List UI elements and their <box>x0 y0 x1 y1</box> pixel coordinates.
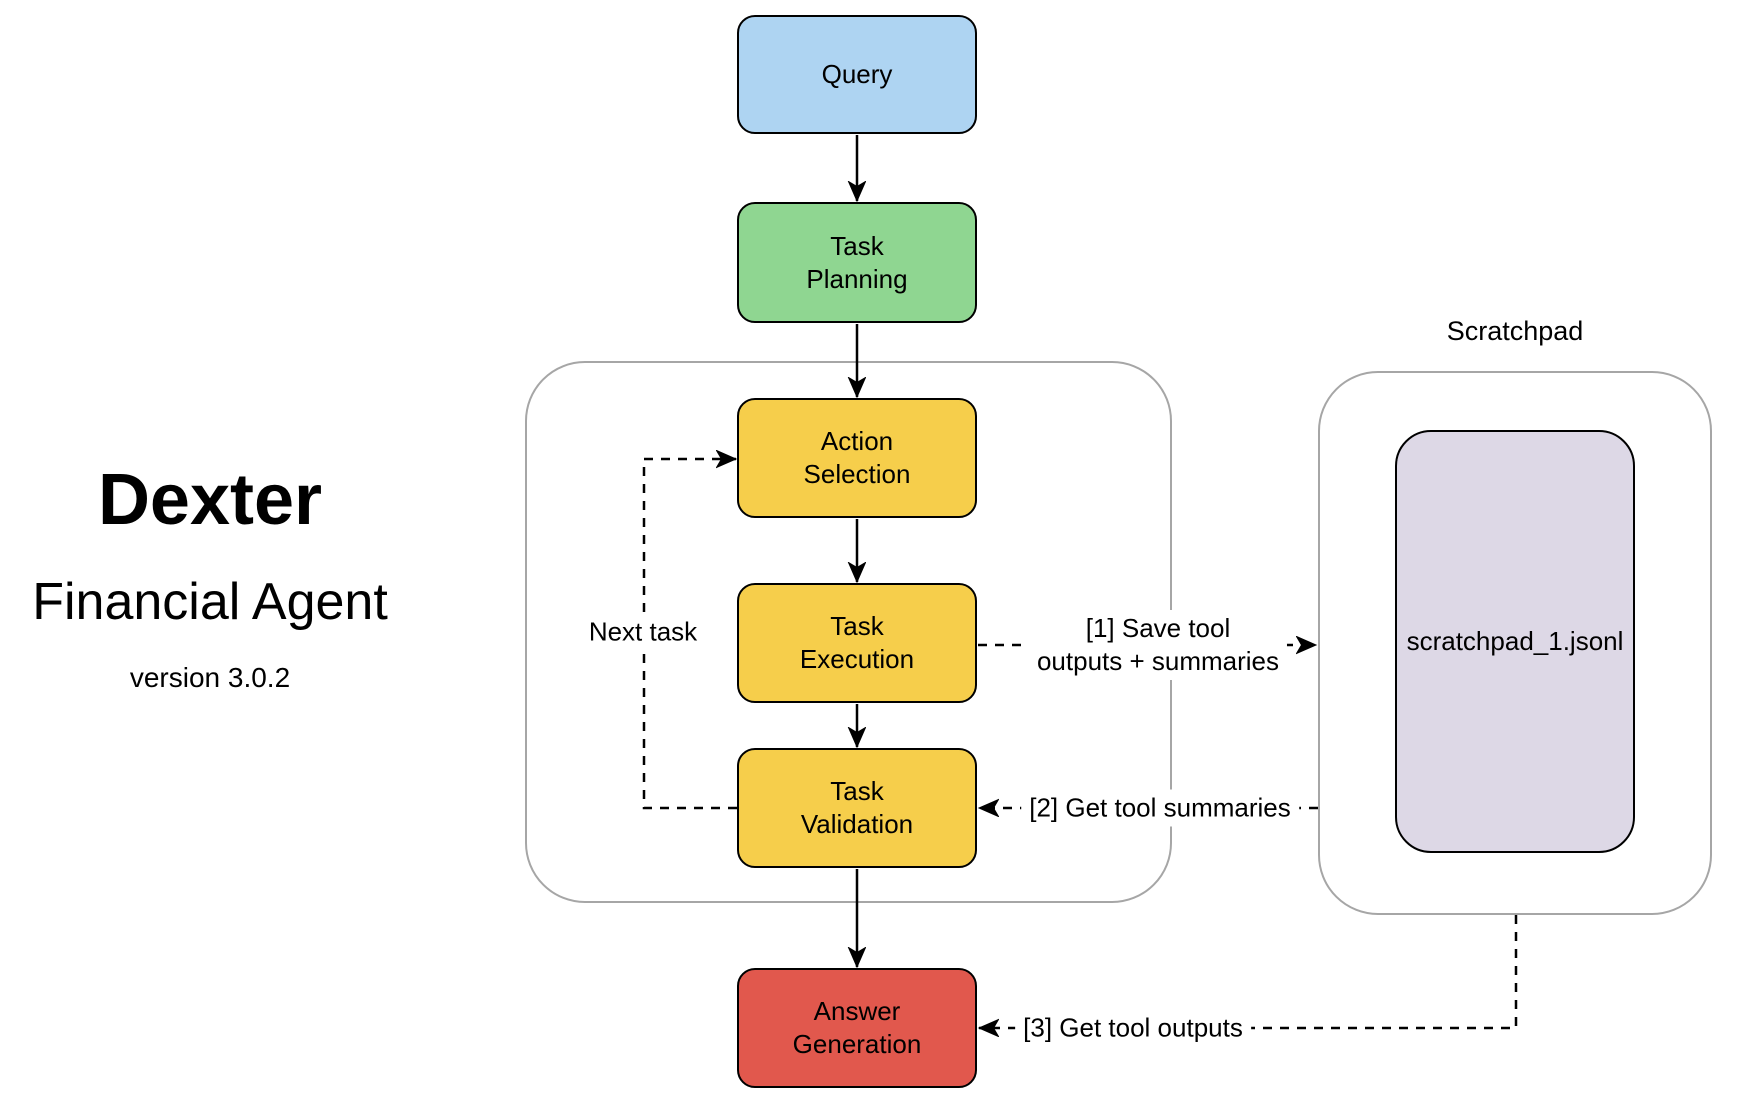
node-task-execution: Task Execution <box>737 583 977 703</box>
brand-version: version 3.0.2 <box>129 662 291 693</box>
label-get-tool-summaries: [2] Get tool summaries <box>1021 789 1299 827</box>
label-next-task: Next task <box>580 613 706 651</box>
node-task-planning: Task Planning <box>737 202 977 323</box>
scratchpad-file-node: scratchpad_1.jsonl <box>1395 430 1635 853</box>
label-save-tool-outputs: [1] Save tool outputs + summaries <box>1028 610 1288 680</box>
label-get-tool-outputs: [3] Get tool outputs <box>1015 1009 1251 1047</box>
node-action-selection: Action Selection <box>737 398 977 518</box>
scratchpad-container <box>1318 371 1712 915</box>
node-task-validation: Task Validation <box>737 748 977 868</box>
brand-subtitle: Financial Agent <box>32 573 388 631</box>
scratchpad-title: Scratchpad <box>1446 316 1584 346</box>
node-query: Query <box>737 15 977 134</box>
brand-title: Dexter <box>97 460 323 540</box>
node-answer-generation: Answer Generation <box>737 968 977 1088</box>
